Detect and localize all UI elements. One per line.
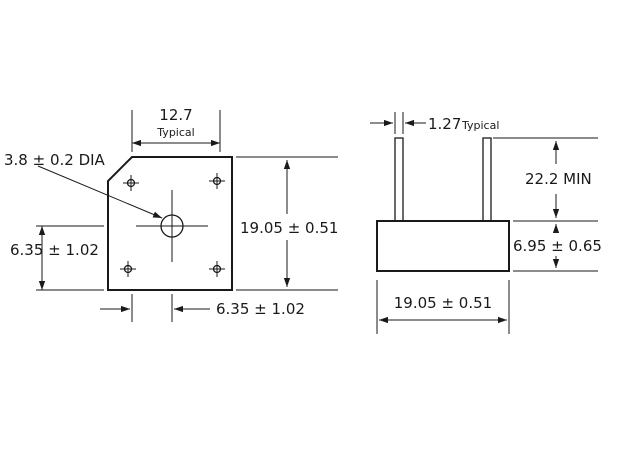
- lead-left: [394, 137, 404, 222]
- dim-lead-length: 22.2 MIN: [493, 137, 598, 222]
- body-width-label: 19.05 ± 0.51: [394, 294, 492, 312]
- lead-width-label: 1.27: [428, 115, 461, 133]
- dim-body-height: 6.95 ± 0.65: [513, 224, 602, 272]
- dim-front-height: 19.05 ± 0.51: [236, 156, 338, 291]
- hole-callout-label: 3.8 ± 0.2 DIA: [4, 151, 106, 169]
- pin-mark-bottom-right: [209, 261, 225, 277]
- left-offset-label: 6.35 ± 1.02: [10, 241, 99, 259]
- dim-bottom-offset: 6.35 ± 1.02: [100, 294, 305, 322]
- center-hole: [136, 190, 208, 262]
- side-view: 1.27 Typical 22.2 MIN 6.95 ± 0.65 19.05 …: [370, 112, 602, 334]
- package-outline: [107, 156, 233, 291]
- pin-mark-bottom-left: [120, 261, 136, 277]
- pin-mark-top-right: [209, 173, 225, 189]
- lead-width-note: Typical: [461, 119, 499, 132]
- top-width-label: 12.7: [159, 106, 192, 124]
- lead-right: [482, 137, 492, 222]
- front-view: 12.7 Typical 3.8 ± 0.2 DIA 6.35 ± 1.02 1…: [4, 106, 338, 322]
- dim-lead-width: 1.27 Typical: [370, 112, 499, 134]
- front-height-label: 19.05 ± 0.51: [240, 219, 338, 237]
- dim-hole-callout: 3.8 ± 0.2 DIA: [4, 151, 163, 219]
- top-width-note: Typical: [156, 126, 194, 139]
- bottom-offset-label: 6.35 ± 1.02: [216, 300, 305, 318]
- package-body-side: [376, 220, 510, 272]
- body-height-label: 6.95 ± 0.65: [513, 237, 602, 255]
- pin-mark-top-left: [123, 175, 139, 191]
- dim-left-offset: 6.35 ± 1.02: [10, 225, 104, 291]
- dim-body-width: 19.05 ± 0.51: [376, 280, 510, 334]
- dim-top-width: 12.7 Typical: [131, 106, 221, 152]
- lead-length-label: 22.2 MIN: [525, 170, 592, 188]
